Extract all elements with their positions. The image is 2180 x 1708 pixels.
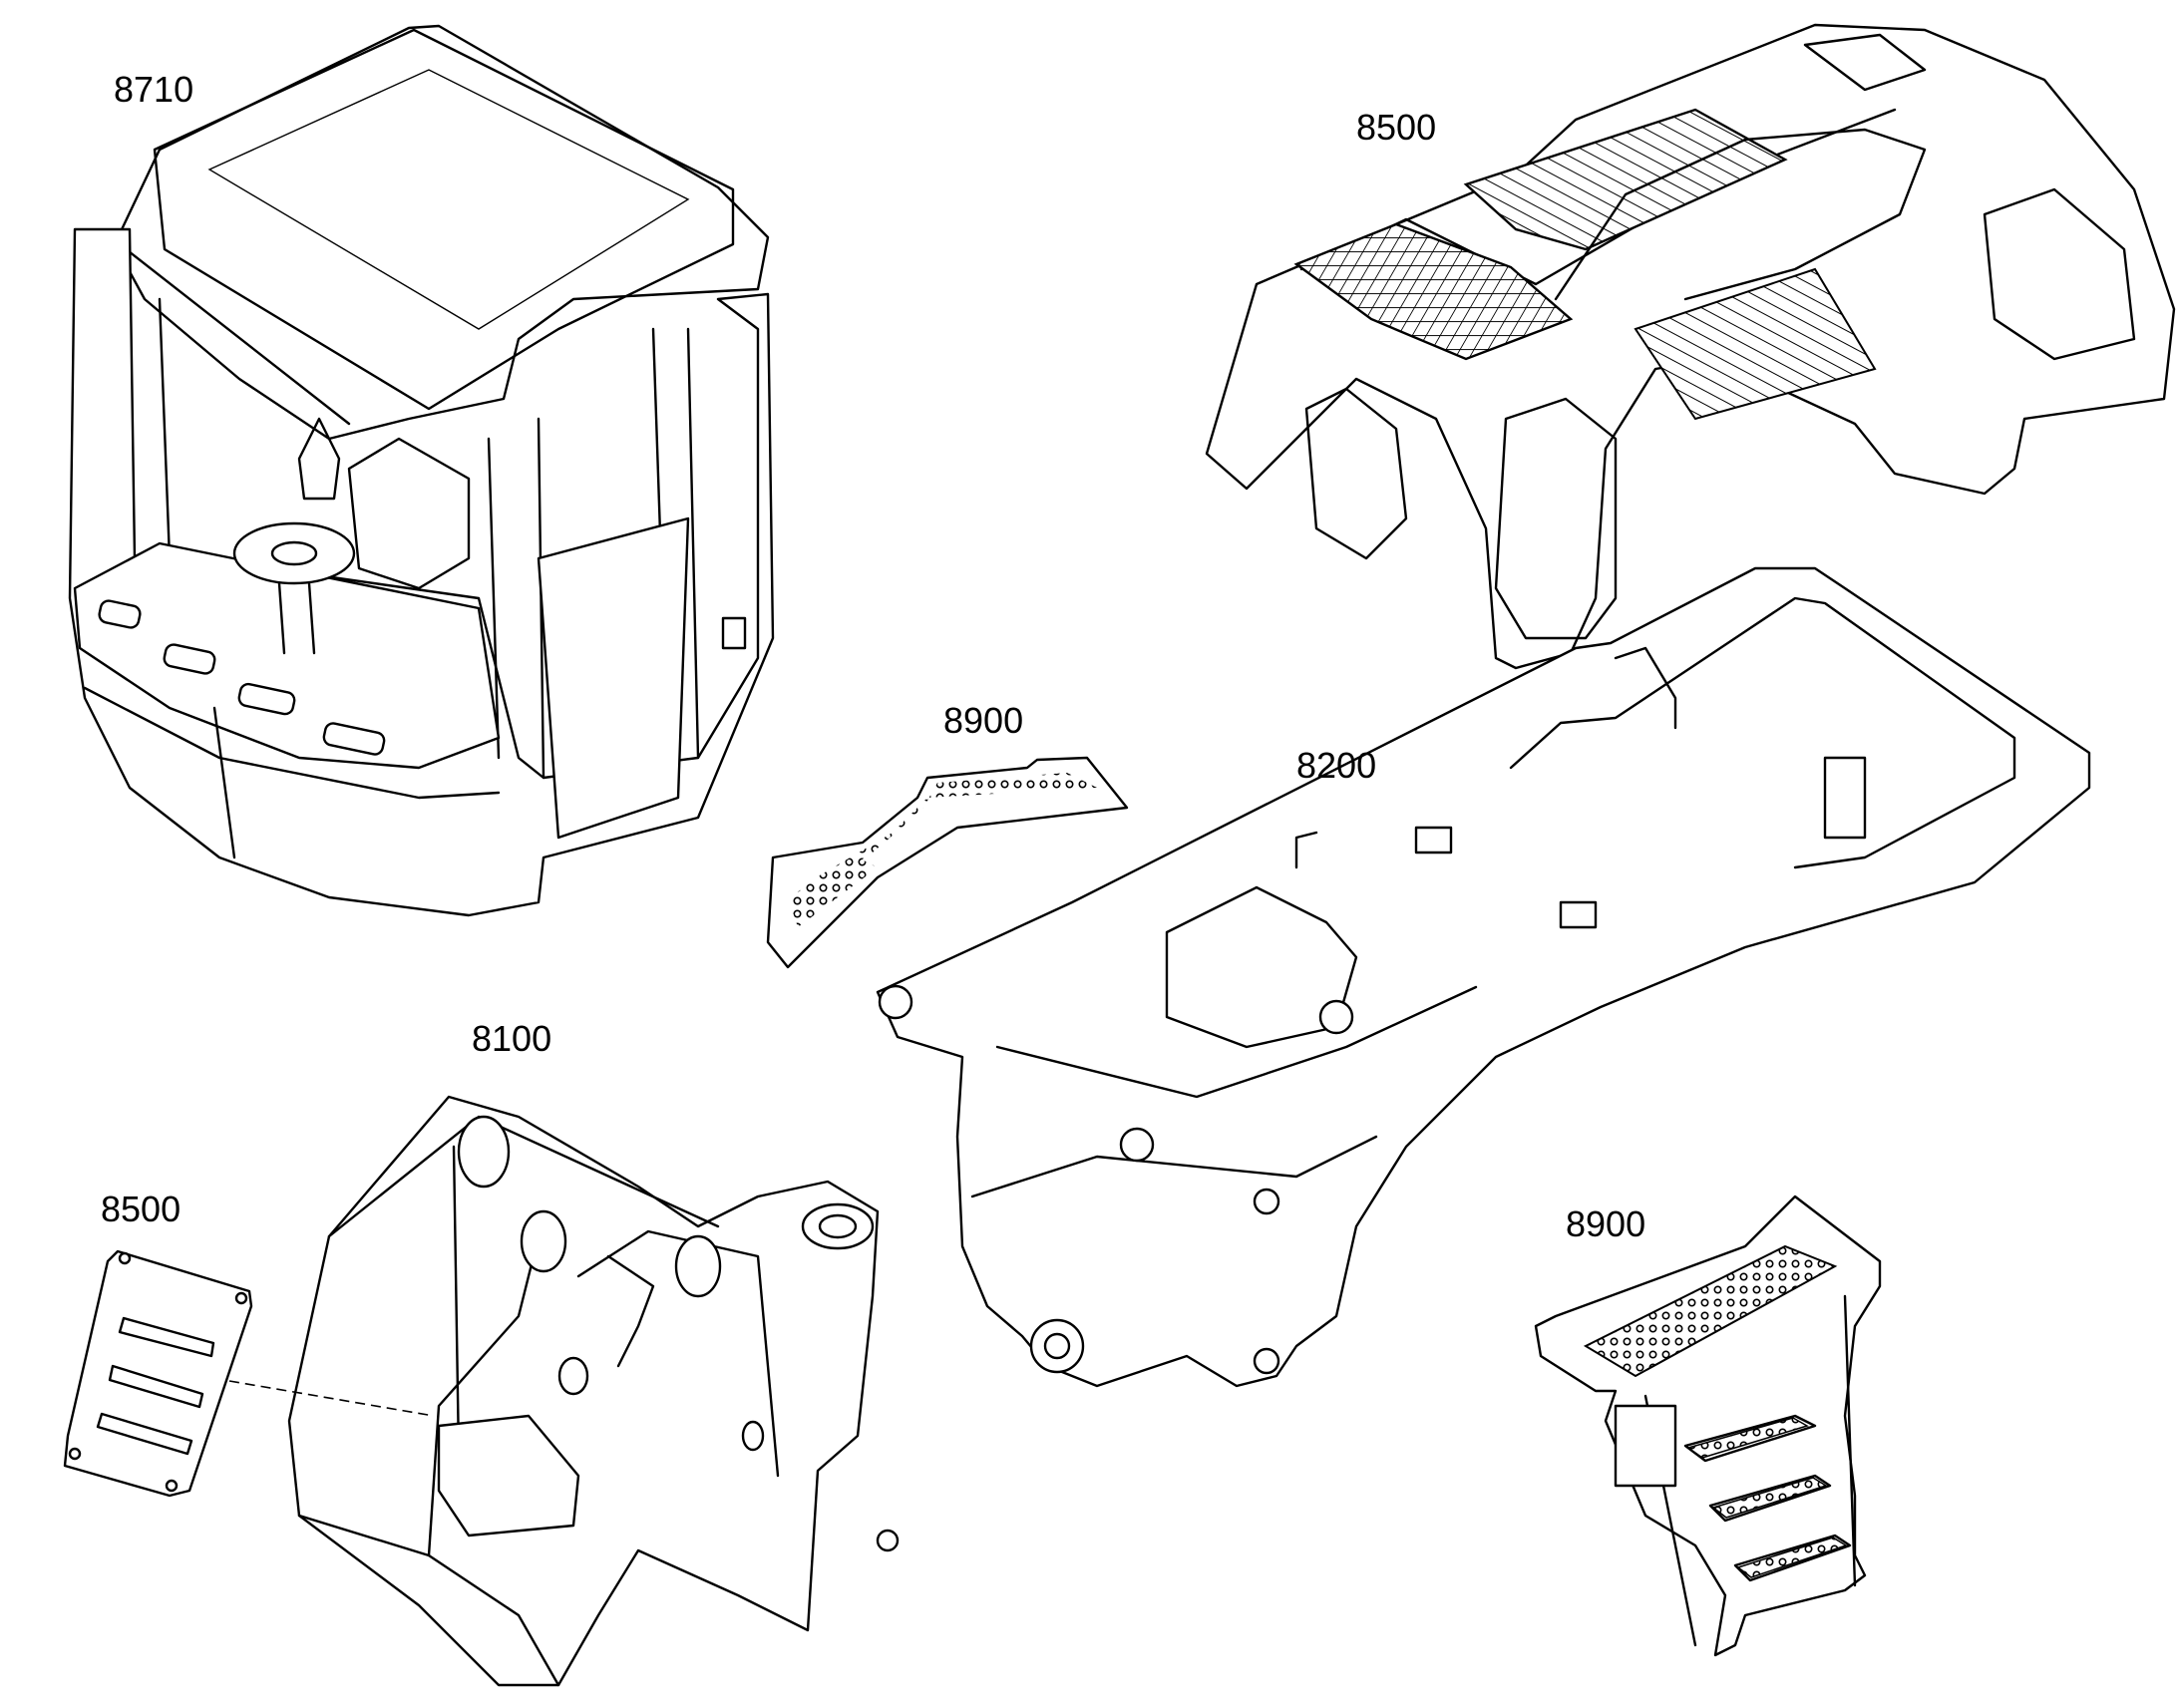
- cab-assembly: [68, 24, 775, 917]
- part-number-cab: 8710: [114, 69, 194, 110]
- part-number-floor-plate: 8900: [943, 700, 1024, 741]
- part-number-hood: 8500: [1356, 107, 1437, 148]
- engine-hood: [1205, 23, 2176, 670]
- part-number-front-frame: 8100: [472, 1018, 552, 1059]
- floor-plate: [766, 756, 1129, 969]
- cover-plate: [63, 1249, 253, 1498]
- step-ladder: [1534, 1195, 1882, 1657]
- part-number-rear-frame: 8200: [1296, 745, 1377, 786]
- cover-plate-leader: [228, 1380, 435, 1417]
- front-frame: [287, 1095, 900, 1687]
- part-number-cover-plate: 8500: [101, 1189, 182, 1229]
- part-number-step-ladder: 8900: [1566, 1203, 1646, 1244]
- rear-frame: [876, 566, 2091, 1388]
